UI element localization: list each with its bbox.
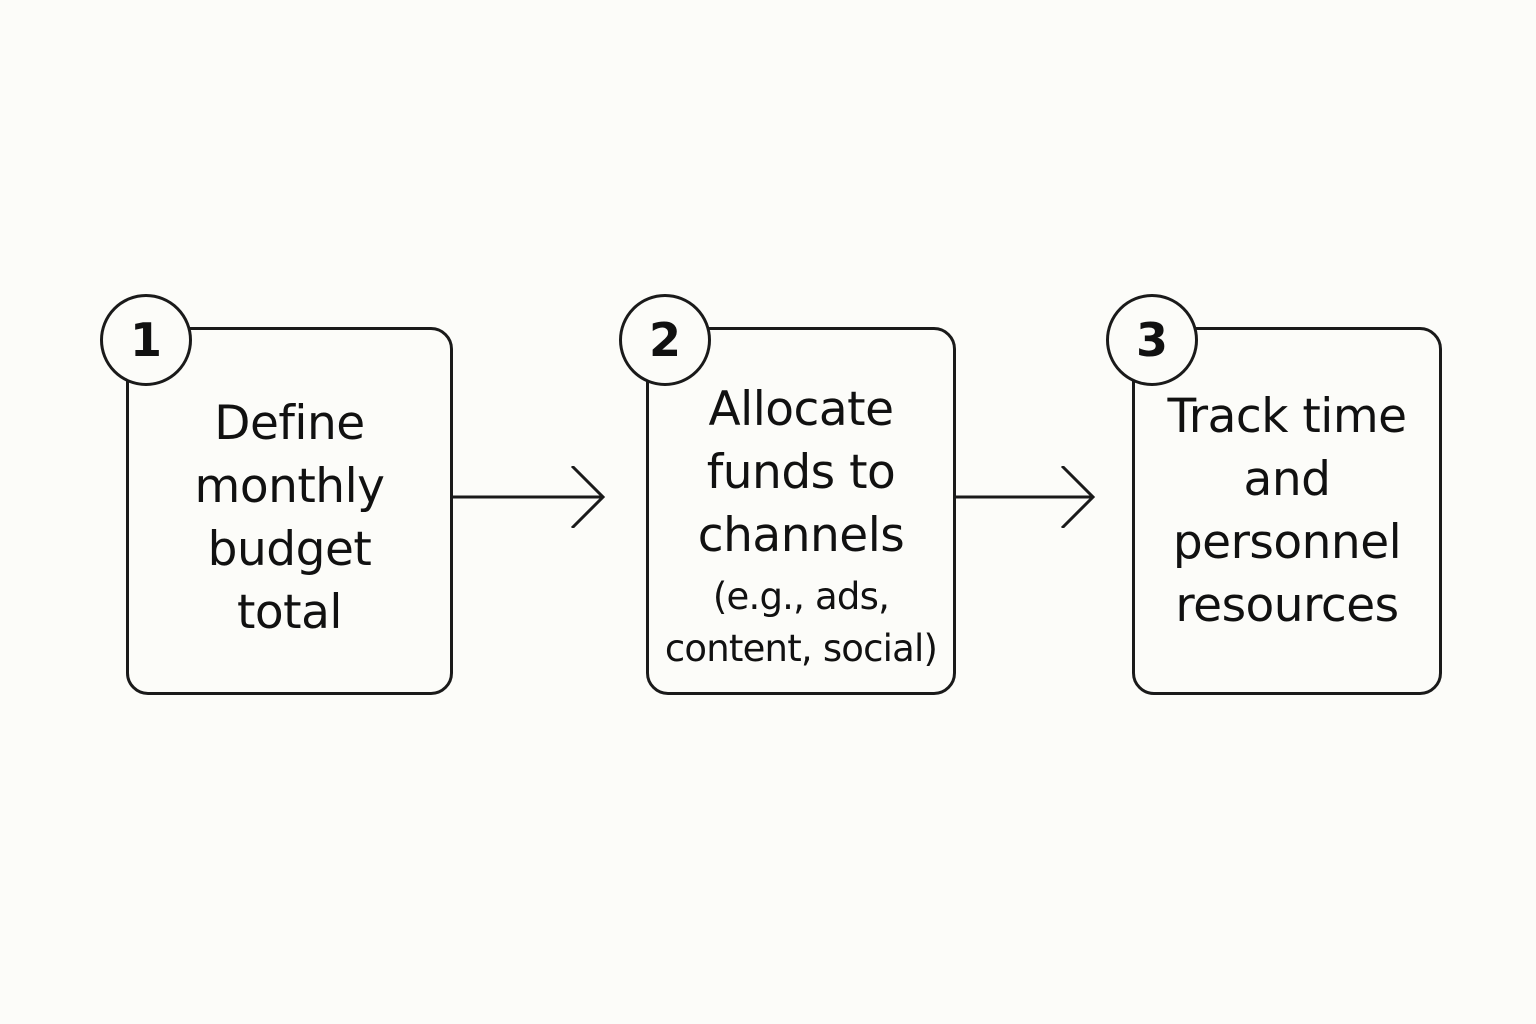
step-2-note: (e.g., ads, content, social): [664, 574, 938, 670]
step-3-number-badge: 3: [1106, 294, 1198, 386]
arrow-right-icon: [953, 466, 1096, 528]
arrow-right-icon: [450, 466, 606, 528]
step-2-box: Allocate funds to channels (e.g., ads, c…: [646, 327, 956, 695]
step-2-number-badge: 2: [619, 294, 711, 386]
step-3-box: Track time and personnel resources: [1132, 327, 1442, 695]
step-3-title: Track time and personnel resources: [1167, 389, 1407, 633]
step-1-number-badge: 1: [100, 294, 192, 386]
step-1-title: Define monthly budget total: [194, 396, 385, 640]
step-1-box: Define monthly budget total: [126, 327, 453, 695]
step-2-title: Allocate funds to channels: [697, 381, 905, 563]
